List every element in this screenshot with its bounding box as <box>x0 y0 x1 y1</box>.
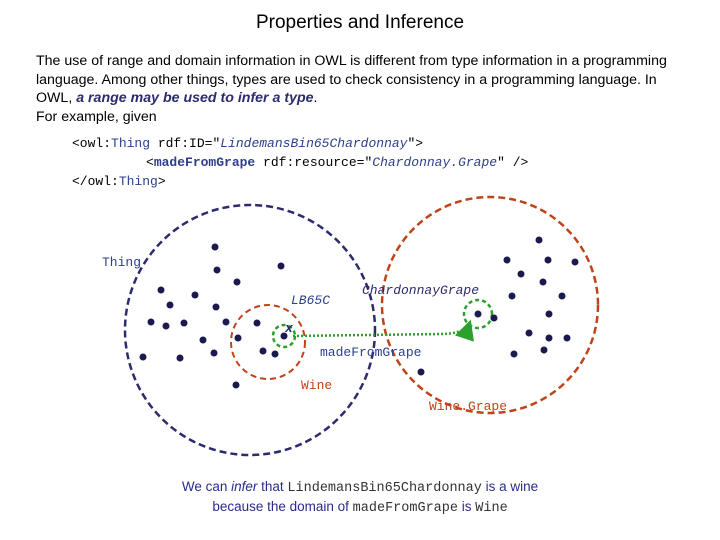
code-id: LindemansBin65Chardonnay <box>220 136 408 151</box>
winegrape-member-dot <box>540 346 548 354</box>
thing-member-dot <box>199 336 207 344</box>
code-token: > <box>157 174 166 189</box>
thing-member-dot <box>222 318 230 326</box>
property-label: madeFromGrape <box>320 345 421 360</box>
thing-set-circle <box>123 203 377 457</box>
winegrape-member-dot <box>545 310 553 318</box>
code-line-2: <madeFromGrape rdf:resource="Chardonnay.… <box>72 153 528 172</box>
winegrape-set-circle <box>380 195 600 415</box>
code-token: " /> <box>497 155 529 170</box>
winegrape-member-dot <box>517 270 525 278</box>
madefromgrape-arrow <box>292 319 474 342</box>
x-label: x <box>284 321 294 336</box>
code-class: Thing <box>111 136 151 151</box>
thing-member-dot <box>139 353 147 361</box>
winegrape-member-dot <box>544 256 552 264</box>
code-block: <owl:Thing rdf:ID="LindemansBin65Chardon… <box>72 134 528 191</box>
winegrape-member-dot <box>571 258 579 266</box>
winegrape-member-dot <box>525 329 533 337</box>
code-line-3: </owl:Thing> <box>72 172 528 191</box>
thing-member-dot <box>253 319 261 327</box>
thing-member-dot <box>166 301 174 309</box>
thing-member-dot <box>176 354 184 362</box>
intro-paragraph: The use of range and domain information … <box>36 52 696 126</box>
chardonnay-label: ChardonnayGrape <box>362 283 479 298</box>
thing-member-dot <box>180 319 188 327</box>
winegrape-members <box>417 236 579 376</box>
thing-member-dot <box>259 347 267 355</box>
caption-infer: infer <box>231 479 258 494</box>
code-line-1: <owl:Thing rdf:ID="LindemansBin65Chardon… <box>72 134 528 153</box>
caption-property: madeFromGrape <box>352 501 458 516</box>
caption-text: that <box>257 479 288 494</box>
page-title: Properties and Inference <box>255 12 465 33</box>
thing-member-dot <box>271 350 279 358</box>
winegrape-member-dot <box>503 256 511 264</box>
lb65c-label: LB65C <box>291 293 330 308</box>
code-resource: Chardonnay.Grape <box>372 155 498 170</box>
winegrape-member-dot <box>535 236 543 244</box>
thing-member-dot <box>211 243 219 251</box>
caption: We can infer that LindemansBin65Chardonn… <box>0 478 720 518</box>
code-token: rdf:ID=" <box>150 136 221 151</box>
winegrape-member-dot <box>563 334 571 342</box>
thing-member-dot <box>147 318 155 326</box>
code-token: rdf:resource=" <box>255 155 373 170</box>
code-class: Thing <box>118 174 158 189</box>
thing-member-dot <box>210 349 218 357</box>
winegrape-member-dot <box>510 350 518 358</box>
thing-member-dot <box>157 286 165 294</box>
wine-label: Wine <box>301 378 332 393</box>
thing-member-dot <box>213 266 221 274</box>
chardonnay-highlight-circle <box>462 298 494 330</box>
code-token: < <box>146 155 154 170</box>
winegrape-member-dot <box>558 292 566 300</box>
thing-member-dot <box>162 322 170 330</box>
wine-set-circle <box>230 304 306 380</box>
lb65c-dot <box>280 332 288 340</box>
thing-members <box>139 243 288 389</box>
thing-member-dot <box>233 278 241 286</box>
thing-member-dot <box>212 303 220 311</box>
caption-text: is a wine <box>481 479 539 494</box>
code-property: madeFromGrape <box>153 155 256 170</box>
caption-class: Wine <box>475 501 508 516</box>
caption-individual: LindemansBin65Chardonnay <box>287 481 482 496</box>
winegrape-member-dot <box>490 314 498 322</box>
winegrape-member-dot <box>417 368 425 376</box>
winegrape-label: Wine.Grape <box>429 399 507 414</box>
code-token: "> <box>407 136 424 151</box>
intro-text: The use of range and domain information … <box>36 53 667 106</box>
thing-member-dot <box>277 262 285 270</box>
caption-text: because the domain of <box>212 499 353 514</box>
chardonnay-dot <box>474 310 482 318</box>
intro-emphasis: a range may be used to infer a type <box>76 90 314 106</box>
code-token: </owl: <box>72 174 119 189</box>
thing-member-dot <box>191 291 199 299</box>
intro-after: . <box>313 90 318 106</box>
intro-line2: For example, given <box>36 108 157 125</box>
thing-label: Thing <box>102 255 141 270</box>
caption-text: We can <box>181 479 232 494</box>
winegrape-member-dot <box>545 334 553 342</box>
thing-member-dot <box>232 381 240 389</box>
winegrape-member-dot <box>539 278 547 286</box>
caption-text: is <box>458 499 476 514</box>
code-token: <owl: <box>72 136 112 151</box>
winegrape-member-dot <box>508 292 516 300</box>
thing-member-dot <box>234 334 242 342</box>
